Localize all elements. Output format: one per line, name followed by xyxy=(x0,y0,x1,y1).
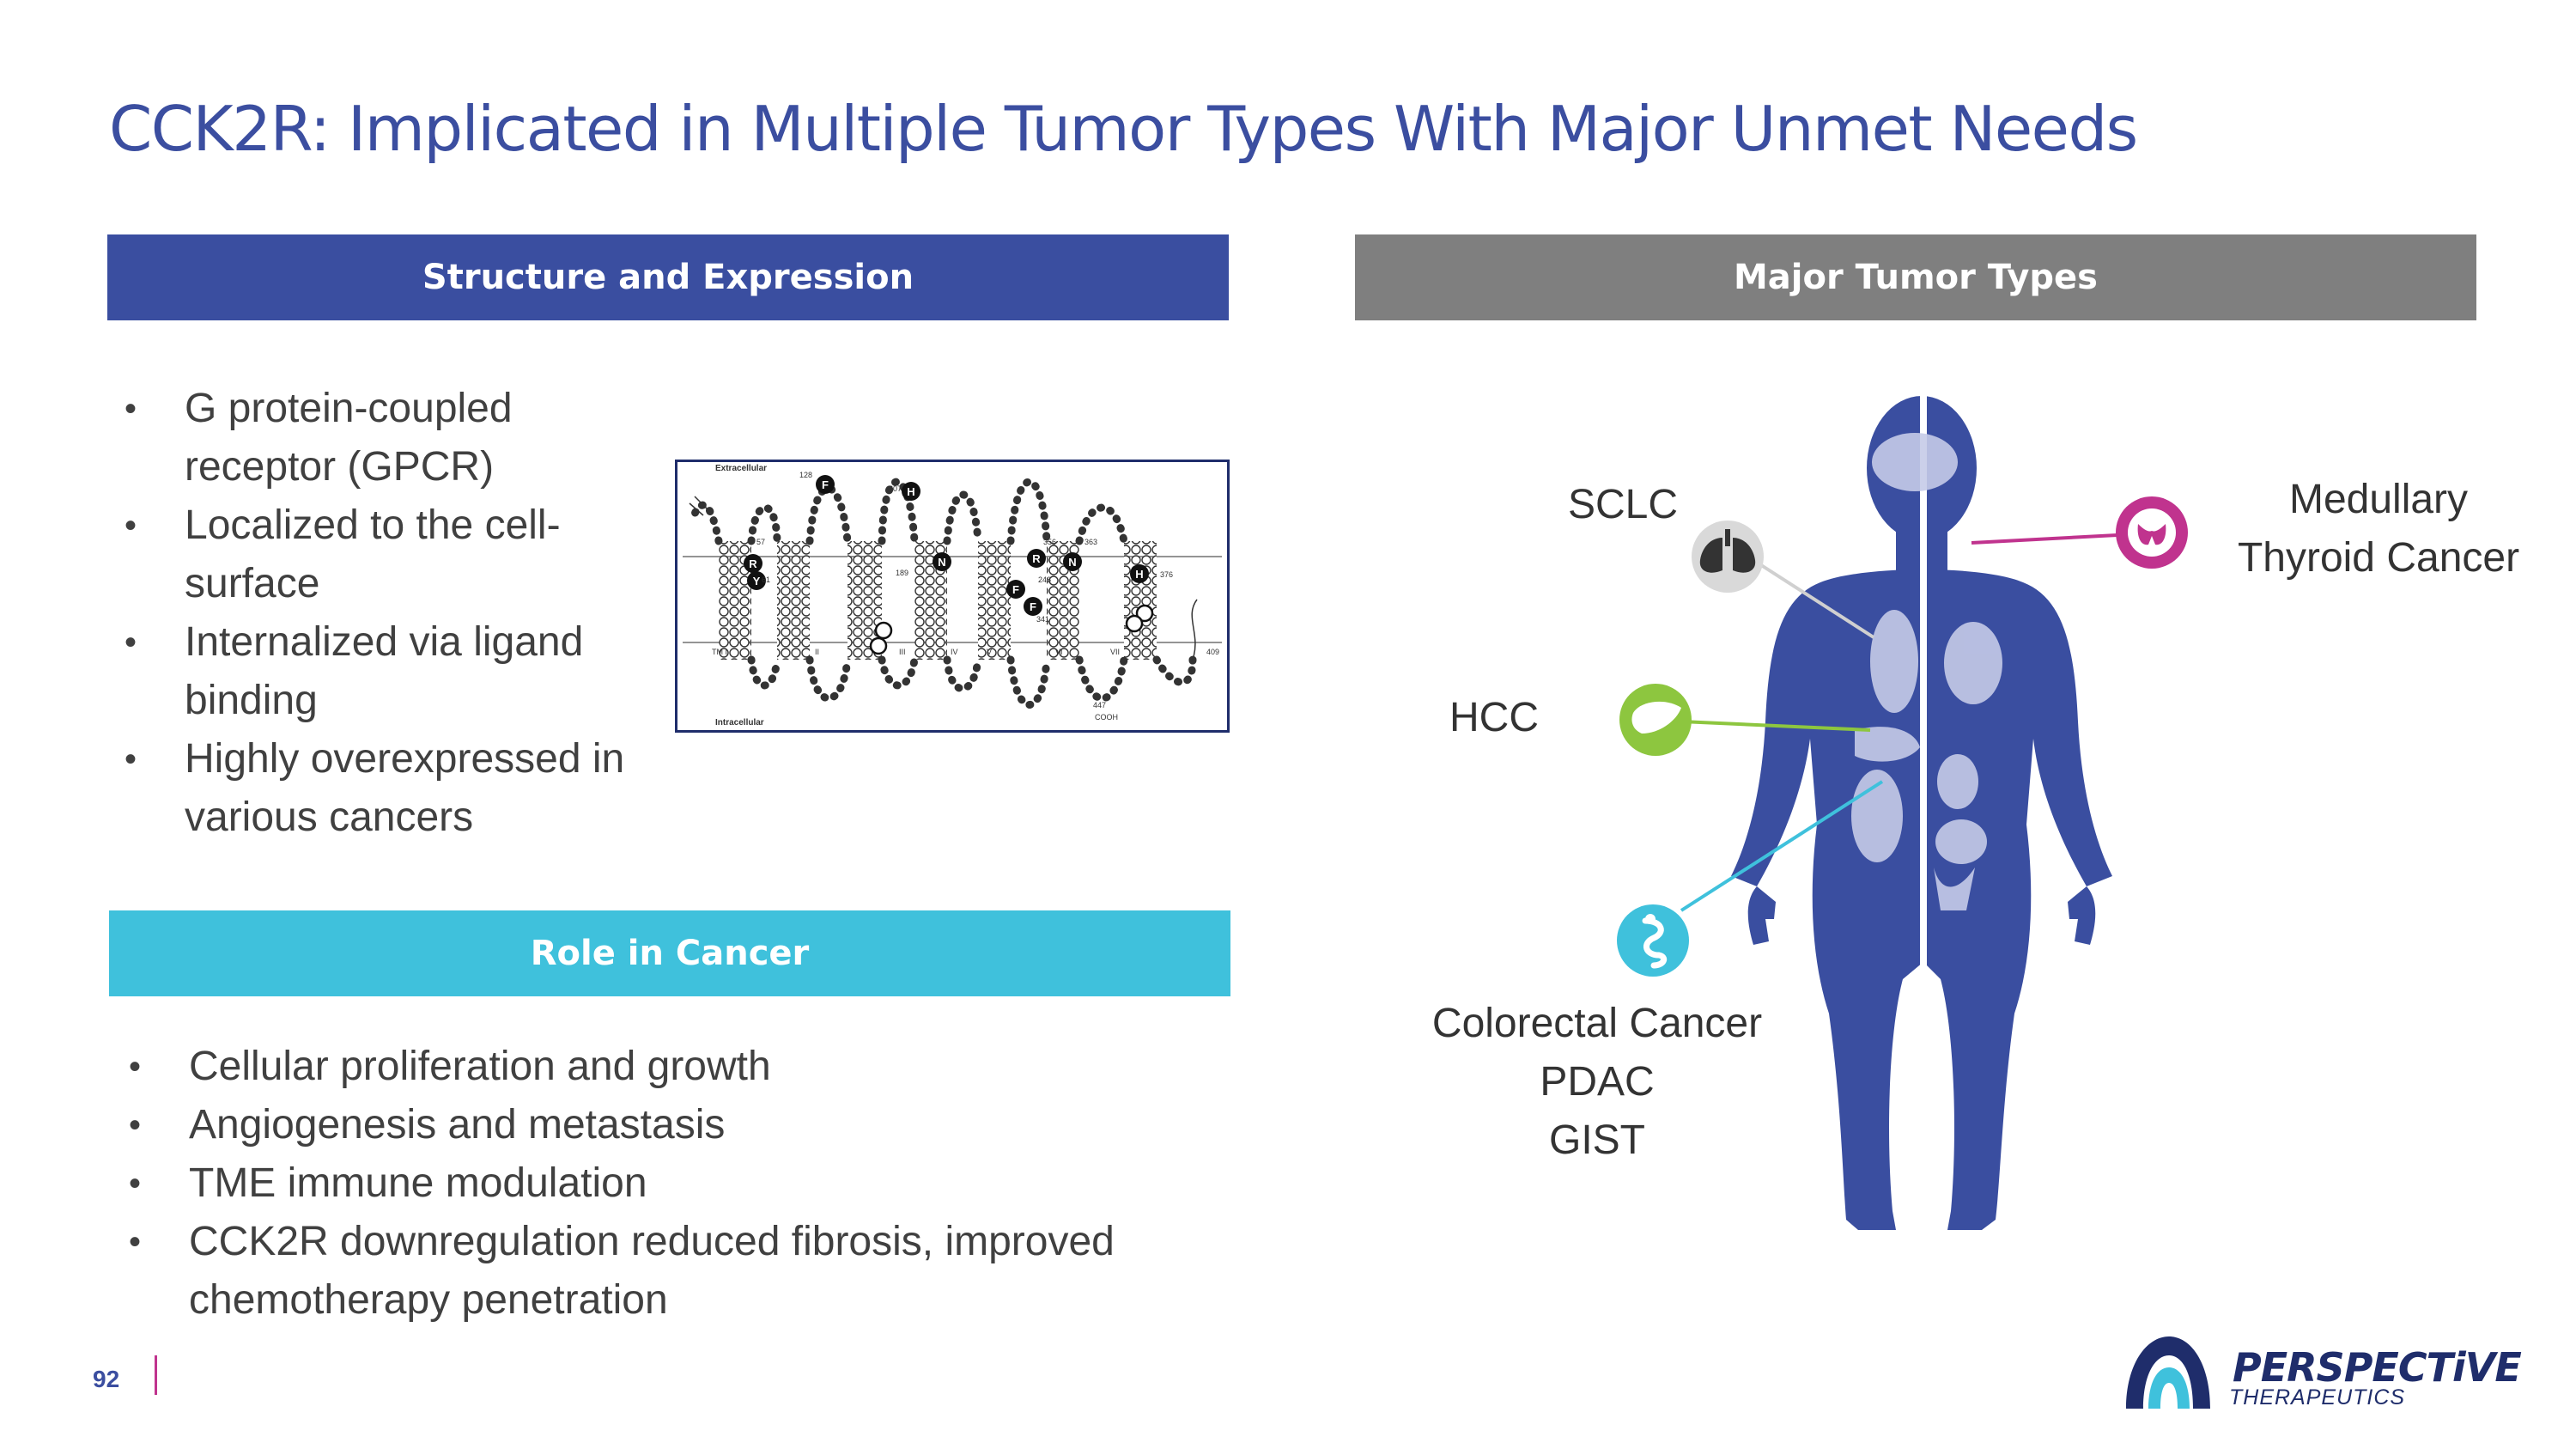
residue-circle xyxy=(1024,597,1042,616)
body-midline xyxy=(1920,395,1927,1237)
label-pdac: PDAC xyxy=(1540,1059,1655,1105)
residue-number: 61 xyxy=(762,575,770,584)
medullary-connector xyxy=(1971,533,2135,545)
page-number: 92 xyxy=(93,1366,120,1392)
logo-name: PERSPECTiVE xyxy=(2233,1344,2522,1391)
residue-number: 246 xyxy=(1038,575,1051,584)
page-number-divider xyxy=(155,1355,157,1395)
residue-circle xyxy=(1027,549,1046,568)
residue-circle xyxy=(1063,552,1082,571)
residue-number: 128 xyxy=(799,471,812,479)
residue-number: 376 xyxy=(1160,570,1173,579)
thyroid-icon xyxy=(2116,496,2188,569)
residue-circle xyxy=(902,482,920,501)
logo-subtitle: THERAPEUTICS xyxy=(2229,1385,2406,1409)
residue-circle xyxy=(816,475,835,494)
role-bullet-list: Cellular proliferation and growth Angiog… xyxy=(129,1038,1219,1330)
structure-bullet: Highly overexpressed in various cancers xyxy=(125,730,665,847)
liver-icon xyxy=(1619,684,1692,756)
residue-number: 57 xyxy=(756,538,765,546)
residue-letter: H xyxy=(907,485,914,498)
residue-letter: Y xyxy=(753,575,761,588)
role-bullet: Cellular proliferation and growth xyxy=(129,1038,1219,1096)
residue-number: 189 xyxy=(896,569,908,577)
structure-bullet: G protein-coupled receptor (GPCR) xyxy=(125,380,665,496)
colorectal-connector xyxy=(1680,780,1884,912)
tm-label: VII xyxy=(1110,648,1120,656)
label-gist: GIST xyxy=(1548,1117,1645,1163)
lung-icon xyxy=(1692,521,1764,593)
n-terminal-tail xyxy=(689,496,713,516)
helix-tm2 xyxy=(777,541,810,660)
label-medullary-thyroid: Medullary Thyroid Cancer xyxy=(2198,471,2559,588)
tm-label: TM I xyxy=(712,648,727,656)
residue-circle xyxy=(747,571,766,590)
role-bullet: Angiogenesis and metastasis xyxy=(129,1096,1219,1154)
label-colorectal: Colorectal Cancer xyxy=(1431,1001,1763,1046)
role-bullet: CCK2R downregulation reduced fibrosis, i… xyxy=(129,1213,1219,1330)
tm-label: II xyxy=(815,648,819,656)
slide-title: CCK2R: Implicated in Multiple Tumor Type… xyxy=(109,93,2138,165)
tm-label: V xyxy=(987,648,992,656)
sclc-connector xyxy=(1757,562,1875,639)
label-hcc: HCC xyxy=(1449,695,1539,740)
tm-label: III xyxy=(899,648,906,656)
residue-letter: F xyxy=(1012,583,1019,596)
residue-letter: N xyxy=(938,556,945,569)
body-diagram xyxy=(1617,395,2188,1237)
c-terminus-label: COOH xyxy=(1095,713,1118,721)
residue-number: 363 xyxy=(1084,538,1097,546)
residue-number: 207 xyxy=(889,484,902,493)
label-intracellular: Intracellular xyxy=(715,718,764,728)
gpcr-diagram: Extracellular Intracellular xyxy=(675,460,1230,733)
label-extracellular: Extracellular xyxy=(715,464,767,473)
diagram-small-labels: TM I II III IV V VI VII 128 207 356 363 … xyxy=(712,471,1219,721)
role-bullet: TME immune modulation xyxy=(129,1154,1219,1213)
gpcr-diagram-svg: Extracellular Intracellular xyxy=(683,464,1222,728)
perspective-logo-icon xyxy=(2126,1336,2210,1409)
residue-letter: H xyxy=(1135,568,1143,581)
label-medullary-line2: Thyroid Cancer xyxy=(2237,535,2520,581)
residue-circle xyxy=(1006,580,1025,599)
residue-number: 341 xyxy=(1036,615,1049,624)
residue-circle xyxy=(744,554,762,573)
c-terminal-tail xyxy=(1191,599,1198,661)
perspective-logo: PERSPECTiVE THERAPEUTICS xyxy=(2229,1344,2522,1410)
label-sclc: SCLC xyxy=(1567,482,1679,527)
structure-bullet: Localized to the cell-surface xyxy=(125,496,665,613)
tumor-types-header: Major Tumor Types xyxy=(1355,234,2476,320)
role-header: Role in Cancer xyxy=(109,910,1230,996)
residue-circle xyxy=(933,552,951,571)
residue-letter: R xyxy=(1032,552,1041,565)
intestine-icon xyxy=(1617,904,1689,977)
label-colorectal-group: Colorectal Cancer PDAC GIST xyxy=(1391,995,1803,1170)
structure-bullet-list: G protein-coupled receptor (GPCR) Locali… xyxy=(125,380,665,847)
residue-number: 409 xyxy=(1206,648,1219,656)
residue-letter: R xyxy=(749,557,757,570)
open-residue-markers xyxy=(869,604,1154,655)
residue-number: 356 xyxy=(1043,538,1056,546)
residue-letter: F xyxy=(822,478,829,491)
tm-label: IV xyxy=(951,648,958,656)
hcc-connector xyxy=(1680,720,1871,732)
residue-number: 447 xyxy=(1093,701,1106,709)
helix-tm7 xyxy=(1124,541,1157,660)
helix-tm5 xyxy=(978,541,1011,660)
residue-markers: F H R Y N R F H F N xyxy=(744,475,1149,616)
residue-circle xyxy=(1130,564,1149,583)
structure-header: Structure and Expression xyxy=(107,234,1229,320)
tm-label: VI xyxy=(1055,648,1063,656)
residue-letter: N xyxy=(1068,556,1076,569)
residue-letter: F xyxy=(1030,600,1036,613)
label-medullary-line1: Medullary xyxy=(2288,477,2469,522)
structure-bullet: Internalized via ligand binding xyxy=(125,613,665,730)
